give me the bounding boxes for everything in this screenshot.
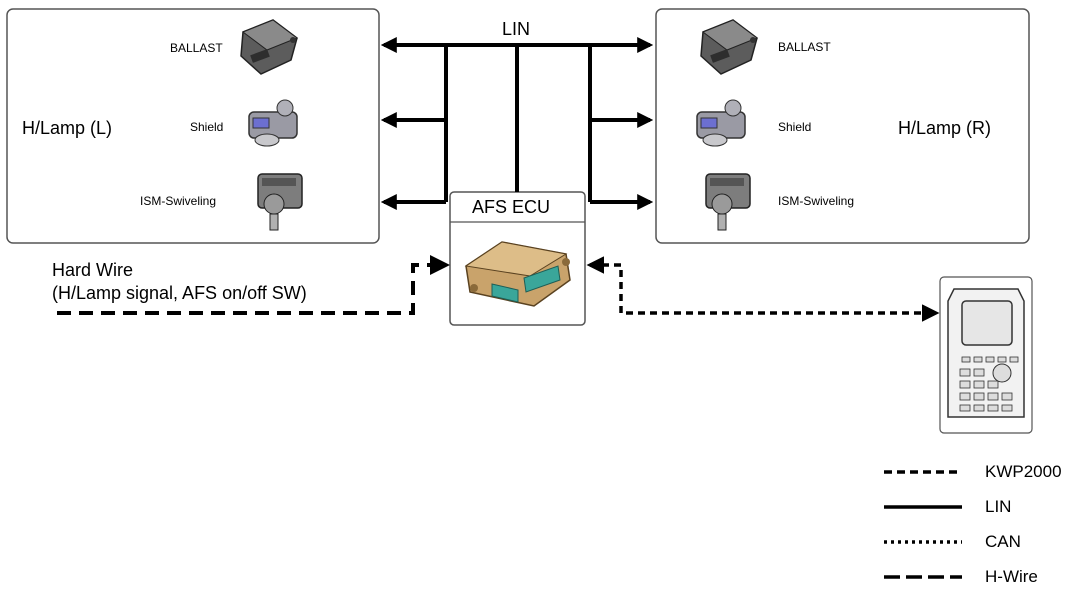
hard-wire-line [57,255,450,315]
right-shield-label: Shield [778,120,812,134]
swivel-motor-icon [705,173,751,231]
diagnostic-scanner-icon [939,276,1033,434]
legend-kwp2000-label: KWP2000 [985,462,1062,481]
kwp2000-line [586,256,940,322]
shield-actuator-icon [696,99,746,147]
ballast-module-icon [240,19,299,75]
legend-can-label: CAN [985,532,1021,551]
shield-actuator-icon [248,99,298,147]
hard-wire-sublabel: (H/Lamp signal, AFS on/off SW) [52,283,307,303]
left-shield-label: Shield [190,120,224,134]
left-ballast-label: BALLAST [170,41,223,55]
left-lamp-title: H/Lamp (L) [22,118,113,138]
right-ballast-label: BALLAST [778,40,831,54]
right-lamp-title: H/Lamp (R) [898,118,992,138]
hard-wire-label: Hard Wire [52,260,134,280]
swivel-motor-icon [257,173,303,231]
ballast-module-icon [700,19,759,75]
left-ism-label: ISM-Swiveling [140,194,217,208]
lin-bus-label: LIN [502,19,531,39]
ecu-module-icon [464,241,571,307]
legend-lin-label: LIN [985,497,1012,516]
ecu-title: AFS ECU [472,197,551,217]
lin-bus [380,37,654,210]
legend-hwire-label: H-Wire [985,567,1038,586]
legend-lines [884,470,962,579]
right-ism-label: ISM-Swiveling [778,194,855,208]
